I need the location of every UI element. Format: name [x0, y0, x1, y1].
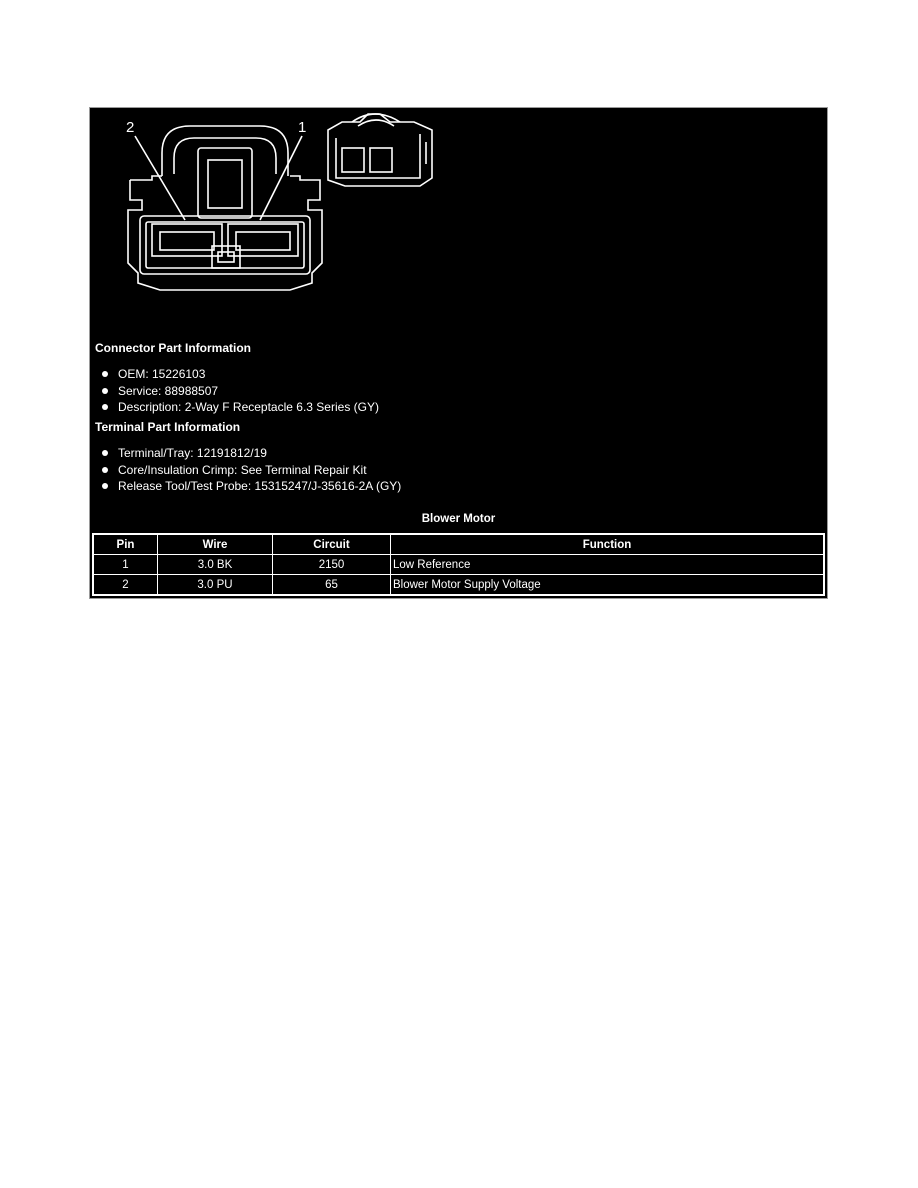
- pin-label-2: 2: [126, 119, 134, 136]
- list-item: Release Tool/Test Probe: 15315247/J-3561…: [102, 478, 401, 495]
- cell-wire: 3.0 PU: [157, 574, 273, 595]
- list-item: OEM: 15226103: [102, 366, 379, 383]
- pin-label-1: 1: [298, 119, 306, 136]
- cell-circuit: 2150: [272, 554, 391, 575]
- connector-diagram: 2 1: [126, 113, 433, 291]
- header-circuit: Circuit: [272, 534, 391, 555]
- header-function: Function: [390, 534, 824, 555]
- cell-function: Blower Motor Supply Voltage: [390, 574, 824, 595]
- cell-wire: 3.0 BK: [157, 554, 273, 575]
- bullet-icon: [102, 466, 108, 473]
- list-item: Terminal/Tray: 12191812/19: [102, 445, 401, 462]
- bullet-icon: [102, 371, 108, 378]
- table-header-row: Pin Wire Circuit Function: [93, 534, 824, 555]
- list-item: Service: 88988507: [102, 383, 379, 400]
- connector-panel: 2 1 Connector Part Information OEM: 1522…: [89, 107, 828, 599]
- pinout-table: Pin Wire Circuit Function 1 3.0 BK 2150 …: [92, 533, 825, 596]
- bullet-icon: [102, 483, 108, 490]
- table-row: 1 3.0 BK 2150 Low Reference: [93, 554, 824, 575]
- table-title: Blower Motor: [421, 513, 496, 525]
- table-row: 2 3.0 PU 65 Blower Motor Supply Voltage: [93, 574, 824, 595]
- list-item: Core/Insulation Crimp: See Terminal Repa…: [102, 462, 401, 479]
- bullet-icon: [102, 404, 108, 411]
- cell-function: Low Reference: [390, 554, 824, 575]
- cell-pin: 2: [93, 574, 158, 595]
- header-wire: Wire: [157, 534, 273, 555]
- list-item: Description: 2-Way F Receptacle 6.3 Seri…: [102, 399, 379, 416]
- terminal-info-title: Terminal Part Information: [95, 420, 241, 434]
- bullet-icon: [102, 387, 108, 394]
- cell-pin: 1: [93, 554, 158, 575]
- cell-circuit: 65: [272, 574, 391, 595]
- header-pin: Pin: [93, 534, 158, 555]
- connector-info-list: OEM: 15226103 Service: 88988507 Descript…: [102, 366, 379, 416]
- bullet-icon: [102, 450, 108, 457]
- terminal-info-list: Terminal/Tray: 12191812/19 Core/Insulati…: [102, 445, 401, 495]
- connector-info-title: Connector Part Information: [95, 341, 252, 355]
